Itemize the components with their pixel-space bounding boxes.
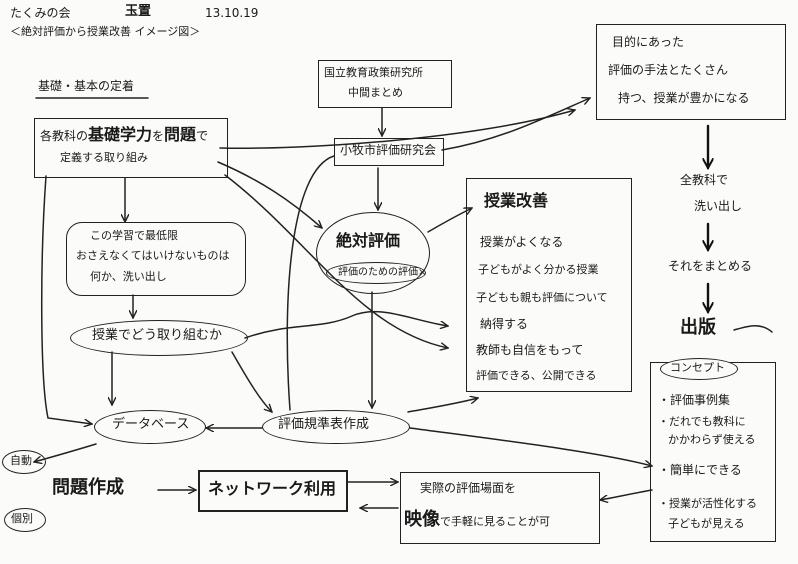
mokuteki-line-3: 持つ、授業が豊かになる (618, 91, 750, 105)
kokuritsu-line-1: 国立教育政策研究所 (324, 66, 423, 79)
kiso-text-e: で (196, 129, 209, 143)
kaizen-item-3: 子どもも親も評価について (476, 291, 608, 304)
kaizen-item-5: 教師も自信をもって (476, 343, 584, 357)
header-subtitle: ＜絶対評価から授業改善 イメージ図＞ (10, 25, 201, 38)
sorewo-label: それをまとめる (668, 259, 753, 273)
kaizen-title: 授業改善 (484, 191, 549, 210)
hyoka-kijun-label: 評価規準表作成 (278, 417, 370, 432)
kobetsu-label: 個別 (11, 512, 33, 525)
mokuteki-line-1: 目的にあった (612, 35, 685, 49)
concept-item-1: ・評価事例集 (658, 393, 731, 407)
header-group: たくみの会 (10, 6, 71, 20)
jissai-rest: で手軽に見ることが可 (440, 515, 550, 528)
gakushu-line-3: 何か、洗い出し (90, 270, 167, 283)
arrow-torikumi-kijun (231, 351, 272, 412)
concept-item-3: かかわらず使える (668, 433, 756, 446)
jissai-line-1: 実際の評価場面を (420, 481, 517, 495)
arrow-zettai-kaizen (427, 207, 472, 233)
zettai-circle (316, 212, 430, 294)
kaizen-item-1: 授業がよくなる (480, 235, 564, 249)
kokuritsu-line-2: 中間まとめ (348, 86, 403, 99)
kokuritsu-box (318, 60, 452, 108)
jugyo-torikumi-ellipse (70, 320, 248, 356)
kaizen-item-2: 子どもがよく分かる授業 (478, 263, 599, 276)
concept-item-4: ・簡単にできる (658, 463, 742, 477)
mondai-sakusei-label: 問題作成 (52, 477, 124, 498)
mokuteki-line-2: 評価の手法とたくさん (608, 63, 729, 77)
kiso-text-a: 各教科の (40, 129, 89, 143)
kiso-text-d: 問題 (164, 125, 197, 144)
zettai-sub-ellipse (326, 262, 426, 284)
database-ellipse (94, 410, 206, 444)
jissai-box (400, 472, 600, 544)
arrow-shuppan (733, 325, 773, 333)
kaizen-item-4: 納得する (480, 317, 529, 331)
kobetsu-tag (4, 508, 46, 532)
kiso-line-1: 各教科の基礎学力を問題で (40, 125, 209, 144)
concept-item-5: ・授業が活性化する (658, 497, 757, 510)
jugyo-torikumi-label: 授業でどう取り組むか (92, 328, 223, 343)
network-label: ネットワーク利用 (208, 479, 337, 498)
line-komaki-left (286, 155, 335, 411)
zenkyoka-line-2: 洗い出し (694, 199, 743, 213)
arrow-concept-jissai (600, 489, 653, 500)
concept-item-6: 子どもが見える (668, 517, 745, 530)
kiso-text-c: を (152, 129, 165, 143)
kiso-line-2: 定義する取り組み (60, 151, 148, 164)
concept-tag-ellipse (660, 358, 738, 380)
arrow-kijun-kaizen (407, 398, 478, 413)
arrow-torikumi-kaizen (244, 310, 448, 339)
concept-box (650, 362, 776, 542)
hyoka-kijun-ellipse (262, 410, 410, 444)
jido-label: 自動 (10, 454, 32, 467)
database-label: データベース (112, 417, 190, 432)
section-heading: 基礎・基本の定着 (38, 79, 135, 93)
header-date: 13.10.19 (205, 6, 259, 20)
arrow-kijun-concept (409, 427, 652, 466)
mokuteki-box (596, 24, 786, 120)
header-author: 玉置 (125, 4, 152, 19)
shuppan-label: 出版 (680, 317, 716, 338)
gakushu-box (66, 222, 246, 296)
arrow-kiso-zettai (217, 161, 322, 228)
gakushu-line-2: おさえなくてはいけないものは (76, 249, 230, 262)
kiso-box (34, 118, 228, 178)
jido-tag (2, 450, 46, 474)
zettai-sub-label: 評価のための評価× (338, 267, 427, 278)
jissai-eizo: 映像 (404, 509, 440, 530)
arrow-kiso-komaki (219, 110, 575, 149)
kaizen-item-6: 評価できる、公開できる (476, 369, 597, 382)
komaki-box (334, 138, 444, 166)
network-box (198, 470, 348, 512)
gakushu-line-1: この学習で最低限 (90, 229, 178, 242)
komaki-label: 小牧市評価研究会 (340, 143, 437, 157)
concept-item-2: ・だれでも教科に (658, 415, 746, 428)
kaizen-box (466, 178, 632, 392)
jissai-line-2: 映像で手軽に見ることが可 (404, 509, 550, 531)
concept-title: コンセプト (670, 361, 725, 374)
zettai-title: 絶対評価 (336, 231, 401, 250)
kiso-text-b: 基礎学力 (88, 125, 153, 144)
arrow-kiso-database (40, 175, 92, 424)
zenkyoka-line-1: 全教科で (680, 173, 729, 187)
arrow-komaki-mokuteki (441, 98, 590, 151)
